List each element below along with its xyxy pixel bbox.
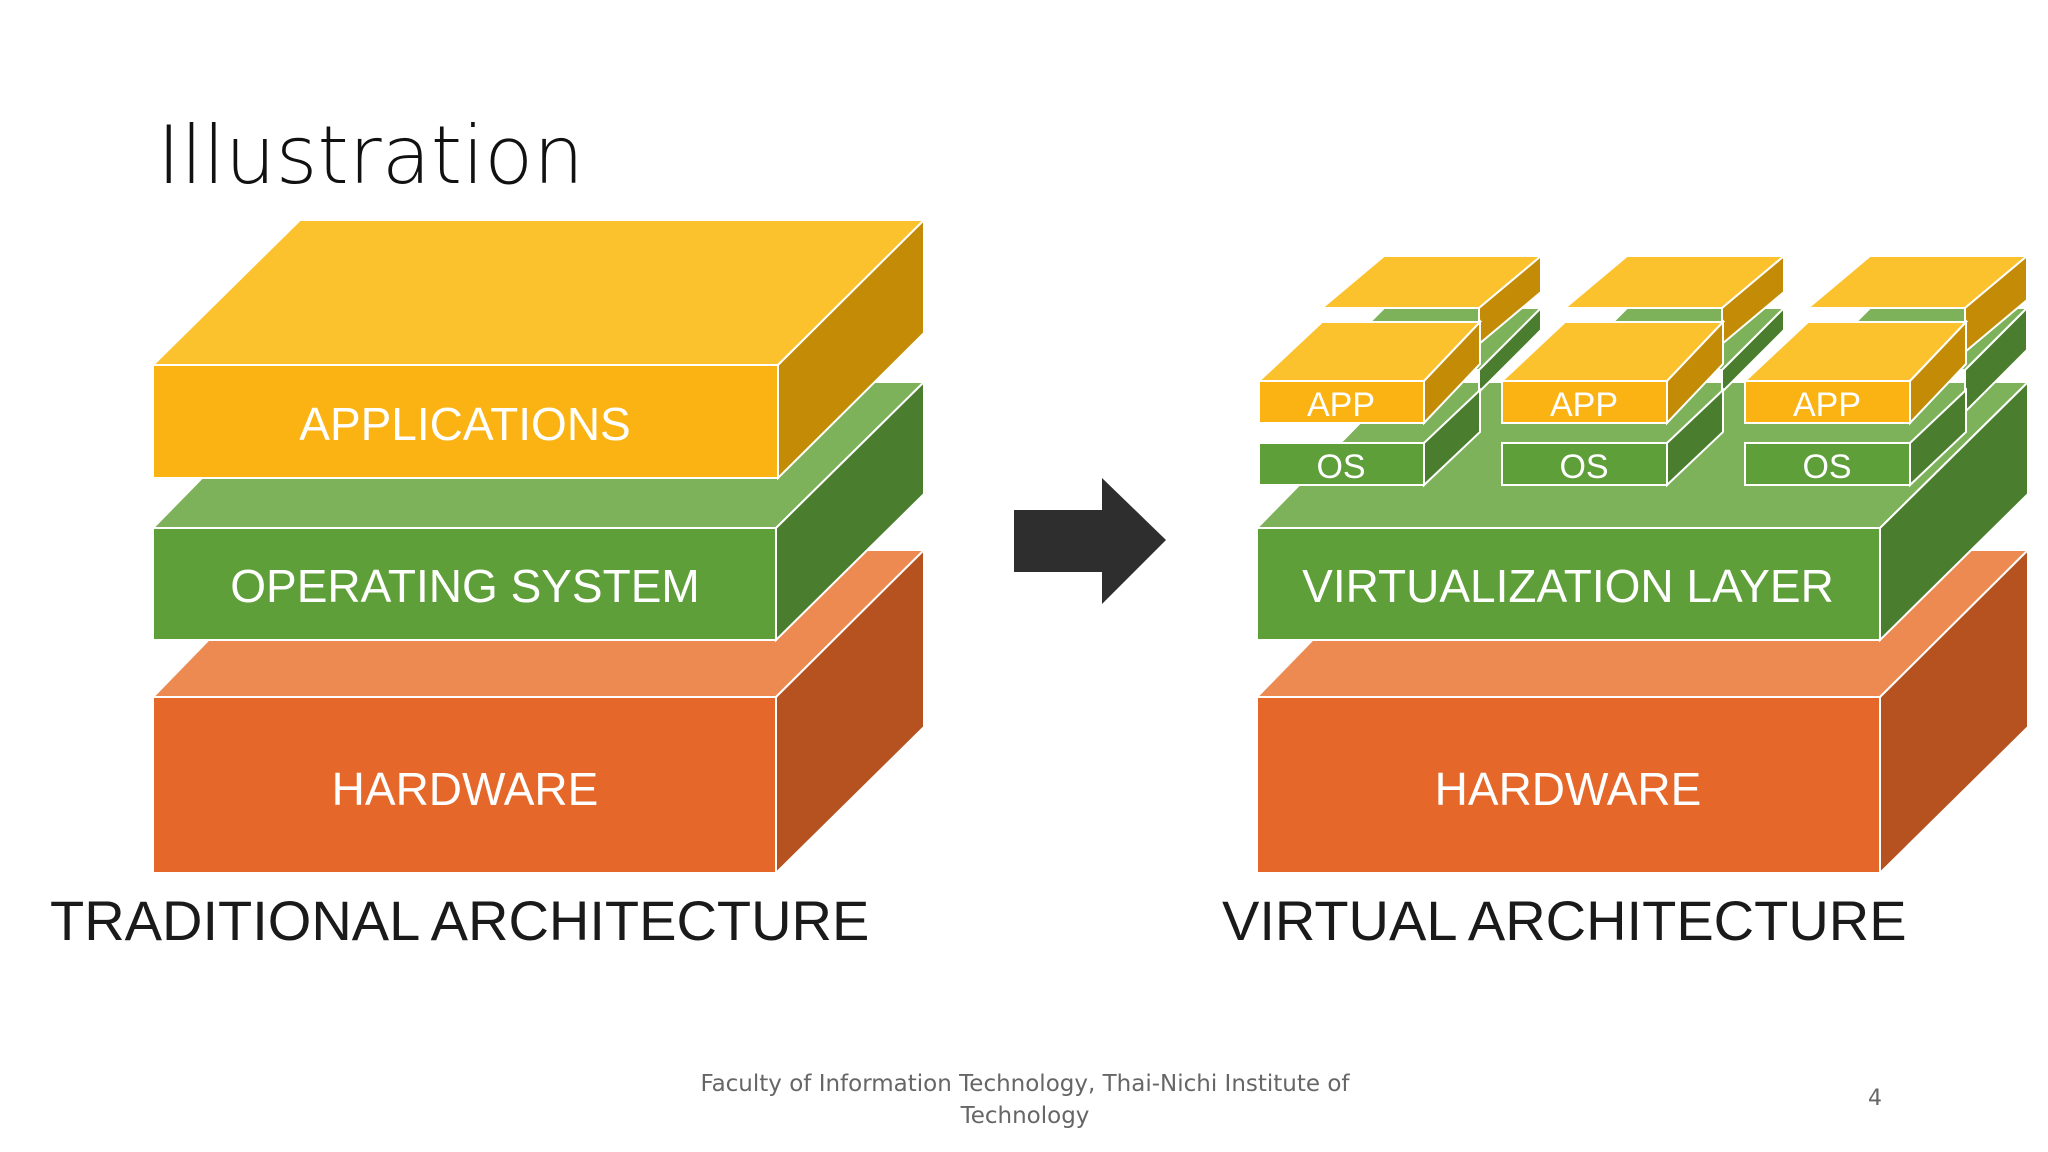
traditional-applications-block: APPLICATIONS <box>150 217 927 481</box>
vm-3-os-label: OS <box>1802 448 1851 486</box>
vm-2-os-label: OS <box>1559 448 1608 486</box>
virtual-caption: VIRTUAL ARCHITECTURE <box>1222 889 1907 952</box>
traditional-hardware-label: HARDWARE <box>332 763 599 815</box>
arrow-right-icon <box>1014 478 1166 604</box>
traditional-stack: HARDWARE OPERATING SYSTEM APPLICATIONS T… <box>50 217 927 952</box>
vm-3: OS APP <box>1742 319 1969 488</box>
slide-title: Illustration <box>157 109 584 202</box>
slide-number: 4 <box>1868 1086 1882 1111</box>
virtual-hardware-label: HARDWARE <box>1435 763 1702 815</box>
vm-1-app-label: APP <box>1307 386 1375 424</box>
virtual-stack: HARDWARE VIRTUALIZATION LAYER <box>1222 253 2031 952</box>
traditional-os-label: OPERATING SYSTEM <box>230 560 699 612</box>
vm-2: OS APP <box>1499 319 1726 488</box>
vm-3-app-label: APP <box>1793 386 1861 424</box>
traditional-applications-label: APPLICATIONS <box>299 398 630 450</box>
vm-1-os-label: OS <box>1316 448 1365 486</box>
traditional-caption: TRADITIONAL ARCHITECTURE <box>50 889 869 952</box>
vm-2-app-label: APP <box>1550 386 1618 424</box>
vm-1: OS APP <box>1256 319 1483 488</box>
footer: Faculty of Information Technology, Thai-… <box>700 1071 1350 1129</box>
virtualization-layer-label: VIRTUALIZATION LAYER <box>1302 560 1834 612</box>
